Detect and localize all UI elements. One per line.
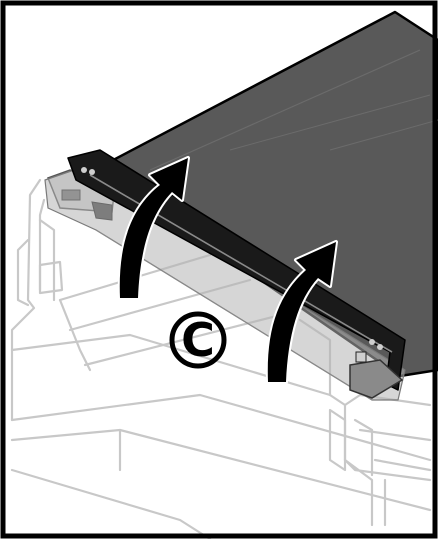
- curved-up-arrow-icon: [265, 240, 338, 384]
- step-label-badge: C: [169, 311, 227, 369]
- right-bracket: [349, 351, 404, 399]
- rail-bolt-right-1: [369, 339, 375, 345]
- truck-bed-outline: [10, 178, 432, 539]
- rail-bolt-right-2: [377, 344, 383, 350]
- step-label: C: [181, 313, 215, 367]
- curved-up-arrow-icon: [117, 156, 190, 300]
- rail-bolt-left-1: [81, 167, 87, 173]
- rail-bolt-left-2: [89, 169, 95, 175]
